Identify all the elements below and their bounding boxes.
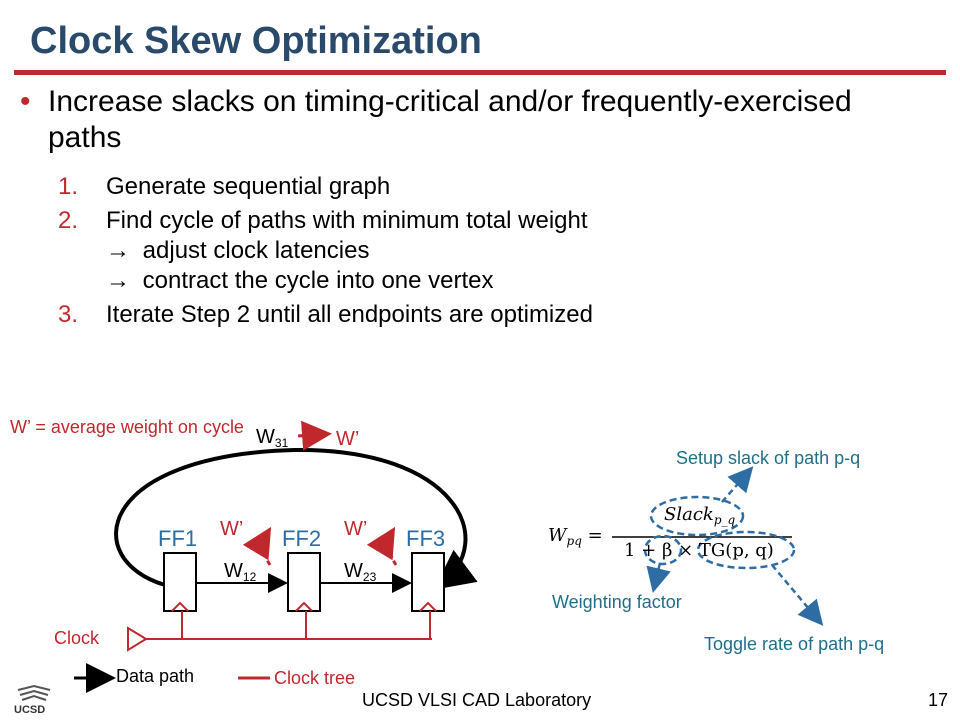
footer-lab: UCSD VLSI CAD Laboratory	[362, 690, 592, 710]
page-number: 17	[928, 690, 949, 710]
ucsd-logo-mark	[17, 684, 51, 701]
step-text: Find cycle of paths with minimum total w…	[106, 207, 588, 234]
step-3: 3. Iterate Step 2 until all endpoints ar…	[58, 300, 593, 330]
w23-label: W23	[344, 560, 377, 584]
step-text: Iterate Step 2 until all endpoints are o…	[106, 301, 593, 328]
ff3-clk-pin	[419, 601, 437, 612]
feedback-loop	[114, 447, 478, 590]
slide-title: Clock Skew Optimization	[30, 20, 482, 62]
average-weight-note: W’ = average weight on cycle	[10, 417, 244, 437]
substep-contract: → contract the cycle into one vertex	[106, 267, 494, 294]
clock-buffer	[127, 626, 148, 652]
weighting-arrow	[646, 562, 671, 593]
ucsd-logo: UCSD	[14, 684, 54, 716]
bullet-text: Increase slacks on timing-critical and/o…	[48, 85, 852, 154]
ff2-clk-pin	[295, 601, 313, 612]
tg-ellipse	[696, 530, 796, 570]
clock-label: Clock	[54, 628, 100, 648]
ff1-box	[163, 552, 197, 612]
step-2: 2. Find cycle of paths with minimum tota…	[58, 206, 593, 296]
w23-wprime-label: W’	[344, 518, 368, 540]
ff2-box	[287, 552, 321, 612]
w31-wprime-label: W’	[336, 428, 360, 450]
title-divider	[14, 70, 946, 75]
ucsd-logo-text: UCSD	[14, 704, 46, 716]
w12-wprime-label: W’	[220, 518, 244, 540]
setup-arrow	[721, 466, 754, 503]
step-list: 1. Generate sequential graph 2. Find cyc…	[58, 172, 593, 334]
w23-to-wprime-arrow	[366, 526, 398, 566]
formula-denominator: 1 + β × TG(p, q)	[624, 540, 774, 561]
w12-to-wprime-arrow	[242, 526, 272, 566]
weighting-factor-annotation: Weighting factor	[552, 592, 682, 612]
ff3-label: FF3	[406, 526, 446, 551]
footer: UCSD VLSI CAD Laboratory 17	[0, 690, 960, 720]
step-1: 1. Generate sequential graph	[58, 172, 593, 202]
step-number: 3.	[58, 301, 79, 328]
w31-to-wprime-arrow	[297, 420, 332, 451]
legend-data-path: Data path	[116, 666, 195, 686]
formula-lhs: Wpq =	[548, 525, 603, 548]
ff1-clk-pin	[171, 601, 189, 612]
slack-ellipse	[649, 495, 745, 537]
step-text: Generate sequential graph	[106, 173, 391, 200]
ff2-label: FF2	[282, 526, 322, 551]
setup-slack-annotation: Setup slack of path p-q	[676, 448, 861, 468]
substep-adjust: → adjust clock latencies	[106, 237, 370, 264]
main-bullet: • Increase slacks on timing-critical and…	[20, 84, 920, 156]
ff3-box	[411, 552, 445, 612]
ff1-label: FF1	[158, 526, 198, 551]
bullet-marker: •	[20, 85, 31, 118]
beta-ellipse	[643, 534, 683, 566]
w31-label: W31	[256, 426, 289, 450]
right-arrow-icon: →	[106, 237, 130, 264]
step-number: 1.	[58, 173, 79, 200]
step-number: 2.	[58, 207, 79, 234]
toggle-arrow	[771, 564, 824, 626]
formula-numerator: Slackp_q	[664, 504, 736, 527]
legend-clock-tree: Clock tree	[274, 668, 356, 688]
toggle-rate-annotation: Toggle rate of path p-q	[704, 634, 885, 654]
right-arrow-icon: →	[106, 267, 130, 294]
w12-label: W12	[224, 560, 257, 584]
